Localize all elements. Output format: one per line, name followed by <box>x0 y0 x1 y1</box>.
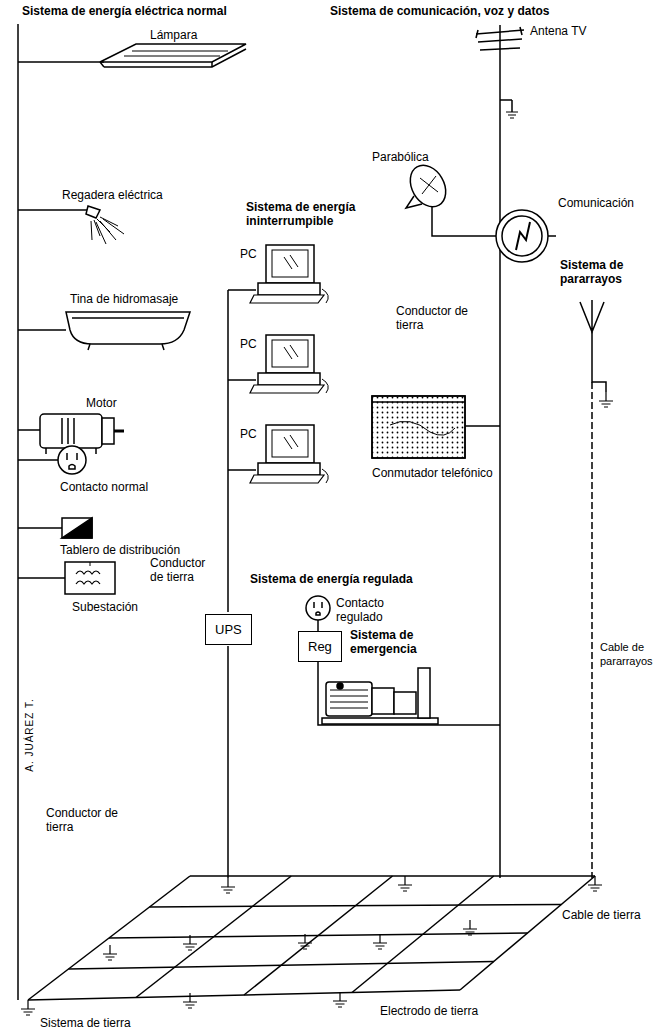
ground-electrode-symbol <box>463 920 477 935</box>
ground-electrode-symbol <box>21 1000 35 1015</box>
ground-electrode-symbol <box>103 945 117 960</box>
pc-symbol <box>228 245 328 303</box>
part-label: Subestación <box>72 600 138 614</box>
pc-symbol <box>228 335 328 393</box>
system-heading: Sistema de energía regulada <box>250 572 413 586</box>
part-label: PC <box>240 247 257 261</box>
ground-electrode-symbol <box>373 934 387 949</box>
part-label: Comunicación <box>558 196 634 210</box>
system-heading: Sistema de energía eléctrica normal <box>22 4 227 18</box>
ground-grid-cable <box>109 933 528 938</box>
ground-grid-cable <box>69 962 494 970</box>
system-heading: Sistema de energía ininterrumpible <box>246 200 396 228</box>
device-box: UPS <box>205 614 252 645</box>
ground-conductor <box>227 290 229 878</box>
device-label: Reg <box>308 639 332 654</box>
motor-symbol <box>40 414 124 454</box>
part-label: Contacto regulado <box>336 596 408 624</box>
ground-electrode-symbol <box>183 993 197 1008</box>
author-watermark: A. JUÁREZ T. <box>23 698 37 772</box>
ground-electrode-symbol <box>506 112 518 118</box>
satellite-dish-symbol <box>403 159 496 236</box>
ground-grid-cable <box>28 990 460 1000</box>
part-label: Motor <box>86 396 117 410</box>
ground-electrode-symbol <box>333 992 347 1007</box>
lightning-rod-symbol <box>580 300 606 392</box>
ground-electrode-symbol <box>588 876 602 891</box>
part-label: Antena TV <box>530 24 586 38</box>
ground-electrode-symbol <box>221 878 235 893</box>
part-label: Contacto normal <box>60 480 148 494</box>
part-label: Tablero de distribución <box>60 543 180 557</box>
part-label: Cable de tierra <box>562 908 641 922</box>
ground-grid-cable <box>460 876 595 990</box>
ground-conductor <box>17 24 19 1000</box>
generator-symbol <box>322 668 438 724</box>
system-heading: Sistema de emergencia <box>350 628 440 656</box>
ground-conductor <box>499 25 501 878</box>
part-label: Conductor de tierra <box>396 304 476 332</box>
part-label: Conductor de tierra <box>150 556 222 584</box>
regulated-outlet-symbol <box>306 596 330 620</box>
ground-electrode-symbol <box>599 392 613 407</box>
lamp-symbol <box>100 44 246 67</box>
shower-symbol <box>86 206 124 244</box>
part-label: Cable de pararrayos <box>600 640 660 668</box>
ground-electrode-symbol <box>298 934 312 949</box>
system-heading: Sistema de tierra <box>40 1016 131 1030</box>
device-box: Reg <box>298 631 342 662</box>
system-heading: Sistema de comunicación, voz y datos <box>330 4 549 18</box>
device-label: UPS <box>215 622 242 637</box>
tv-antenna-symbol <box>476 27 524 112</box>
ground-electrode-symbol <box>398 876 412 891</box>
panel-symbol <box>62 518 92 538</box>
part-label: Tina de hidromasaje <box>70 292 178 306</box>
part-label: Conductor de tierra <box>46 806 124 834</box>
system-heading: Sistema de pararrayos <box>560 258 650 286</box>
lightning-cable <box>591 382 593 878</box>
telephone-switch-symbol <box>372 396 465 458</box>
part-label: Conmutador telefónico <box>372 466 493 480</box>
part-label: Electrodo de tierra <box>380 1004 478 1018</box>
outlet-symbol <box>58 446 86 474</box>
part-label: Lámpara <box>150 28 197 42</box>
ground-electrode-symbol <box>183 935 197 950</box>
substation-symbol <box>65 562 115 594</box>
part-label: PC <box>240 337 257 351</box>
part-label: Parabólica <box>372 150 429 164</box>
part-label: Regadera eléctrica <box>62 188 163 202</box>
tub-symbol <box>66 312 190 350</box>
communication-symbol <box>496 210 556 262</box>
pc-symbol <box>228 425 328 483</box>
part-label: PC <box>240 427 257 441</box>
ground-grid-cable <box>352 876 494 993</box>
